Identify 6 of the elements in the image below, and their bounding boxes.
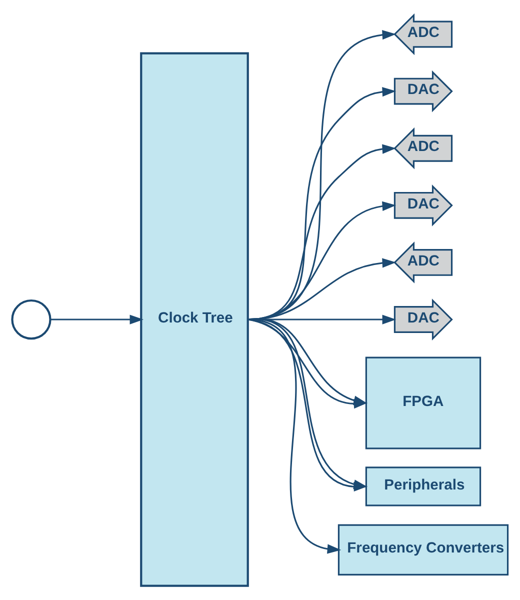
node-box: FPGA: [365, 356, 482, 449]
node-box: Frequency Converters: [338, 524, 509, 575]
arrow: [50, 314, 144, 324]
node-box: Clock Tree: [140, 52, 249, 586]
node-circle: [11, 298, 52, 340]
node-box: Peripherals: [365, 466, 482, 506]
